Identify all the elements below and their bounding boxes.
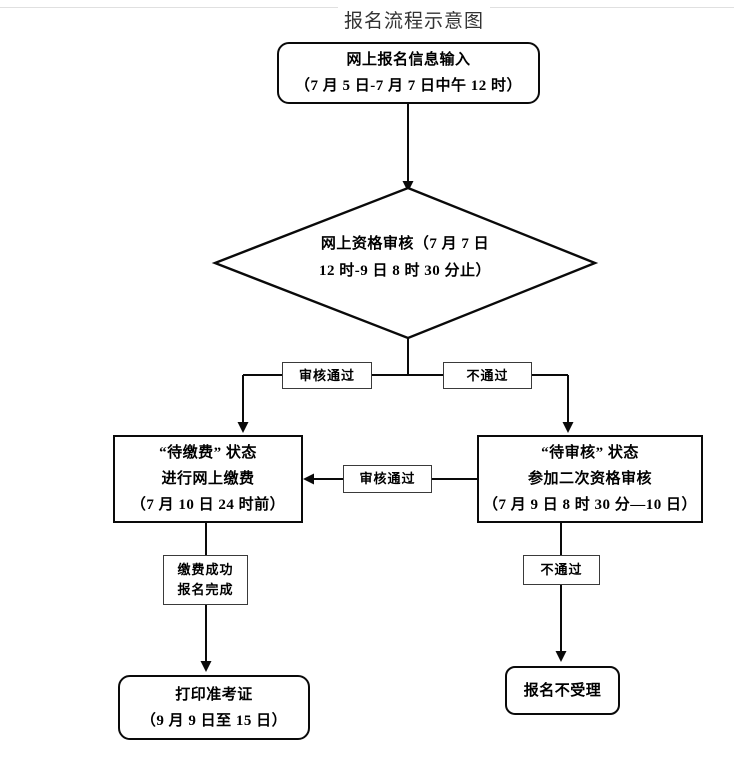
node-not-accepted: 报名不受理 — [505, 666, 620, 715]
edge-label-review-pass: 审核通过 — [282, 362, 372, 389]
node-second-review: “待审核” 状态 参加二次资格审核 （7 月 9 日 8 时 30 分—10 日… — [477, 435, 703, 523]
edge-label-review-fail-text: 不通过 — [466, 367, 509, 383]
page-title: 报名流程示意图 — [338, 6, 491, 33]
edge-label-second-review-fail: 不通过 — [523, 555, 600, 585]
edge-label-second-review-pass-text: 审核通过 — [359, 471, 416, 486]
arrowhead-into-print — [200, 661, 212, 672]
node-start: 网上报名信息输入 （7 月 5 日-7 月 7 日中午 12 时） — [277, 42, 540, 104]
edge-label-second-review-pass: 审核通过 — [343, 465, 432, 493]
node-online-review-line1: 网上资格审核（7 月 7 日 — [320, 236, 490, 252]
node-not-accepted-line1: 报名不受理 — [523, 682, 602, 699]
node-payment-line1: “待缴费” 状态 — [159, 445, 257, 461]
node-print-ticket-line2: （9 月 9 日至 15 日） — [140, 712, 288, 729]
edge-label-review-pass-text: 审核通过 — [298, 367, 355, 383]
edge-label-payment-success: 缴费成功 报名完成 — [163, 555, 248, 605]
node-payment-line3: （7 月 10 日 24 时前） — [130, 497, 286, 513]
node-online-review-text: 网上资格审核（7 月 7 日 12 时-9 日 8 时 30 分止） — [285, 231, 525, 285]
node-payment-line2: 进行网上缴费 — [161, 471, 255, 487]
arrowhead-into-review — [402, 181, 414, 192]
node-second-review-line3: （7 月 9 日 8 时 30 分—10 日） — [482, 497, 697, 513]
node-print-ticket: 打印准考证 （9 月 9 日至 15 日） — [118, 675, 310, 740]
arrowhead-into-rejected — [555, 651, 567, 662]
arrowhead-into-payment — [237, 422, 249, 433]
node-print-ticket-line1: 打印准考证 — [175, 686, 253, 703]
edge-label-review-fail: 不通过 — [443, 362, 532, 389]
node-payment: “待缴费” 状态 进行网上缴费 （7 月 10 日 24 时前） — [113, 435, 303, 523]
arrowhead-into-second-review — [562, 422, 574, 433]
node-second-review-line2: 参加二次资格审核 — [527, 471, 652, 487]
node-start-line2: （7 月 5 日-7 月 7 日中午 12 时） — [295, 78, 522, 94]
arrowhead-left-into-payment — [303, 473, 314, 485]
node-start-line1: 网上报名信息输入 — [346, 52, 471, 68]
edge-label-second-review-fail-text: 不通过 — [540, 562, 583, 577]
node-online-review-line2: 12 时-9 日 8 时 30 分止） — [319, 263, 491, 279]
edge-label-payment-success-line2: 报名完成 — [177, 582, 234, 597]
node-second-review-line1: “待审核” 状态 — [541, 445, 639, 461]
edge-label-payment-success-line1: 缴费成功 — [177, 562, 234, 577]
